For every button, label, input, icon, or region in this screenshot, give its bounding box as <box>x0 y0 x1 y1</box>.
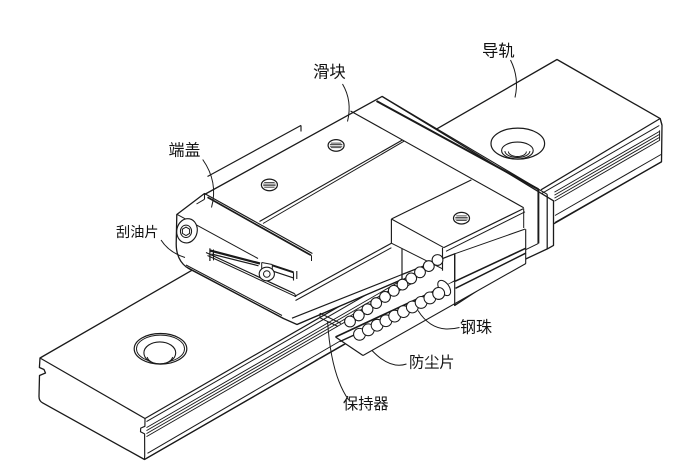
svg-text:钢珠: 钢珠 <box>460 318 492 336</box>
svg-text:滑块: 滑块 <box>313 64 346 82</box>
svg-text:防尘片: 防尘片 <box>409 355 455 372</box>
svg-text:保持器: 保持器 <box>343 396 389 413</box>
svg-text:端盖: 端盖 <box>169 142 201 160</box>
svg-text:导轨: 导轨 <box>482 42 515 60</box>
svg-text:刮油片: 刮油片 <box>116 225 159 241</box>
